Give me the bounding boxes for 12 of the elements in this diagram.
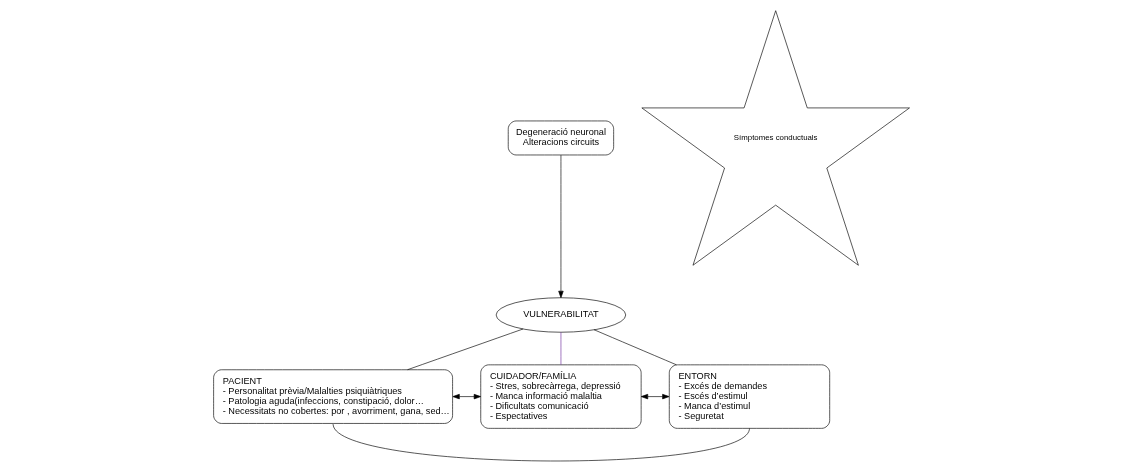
arrow (558, 154, 564, 299)
arrow (640, 393, 670, 400)
connector (332, 423, 750, 462)
node-ellipse: VULNERABILITAT (495, 297, 627, 333)
connector (407, 328, 524, 371)
node-box: Degeneració neuronal Alteracions circuits (507, 120, 614, 156)
connector (560, 331, 562, 366)
node-box: ENTORN - Excés de demandes - Escés d’estimul - Manca d’estimul - Seguretat (668, 364, 831, 429)
arrow (452, 393, 481, 400)
connector (593, 329, 677, 366)
node-box: PACIENT - Personalitat prèvia/Malalties psiquiàtriques - Patologia aguda(infeccions, constipació, dolor… - Necessitats no cobertes: por , avorriment, gana, sed… (213, 369, 453, 424)
node-box: CUIDADOR/FAMÍLIA - Stres, sobrecàrrega, depressió - Manca informació malaltia - Dificultats comunicació - Espectatives (480, 364, 642, 429)
